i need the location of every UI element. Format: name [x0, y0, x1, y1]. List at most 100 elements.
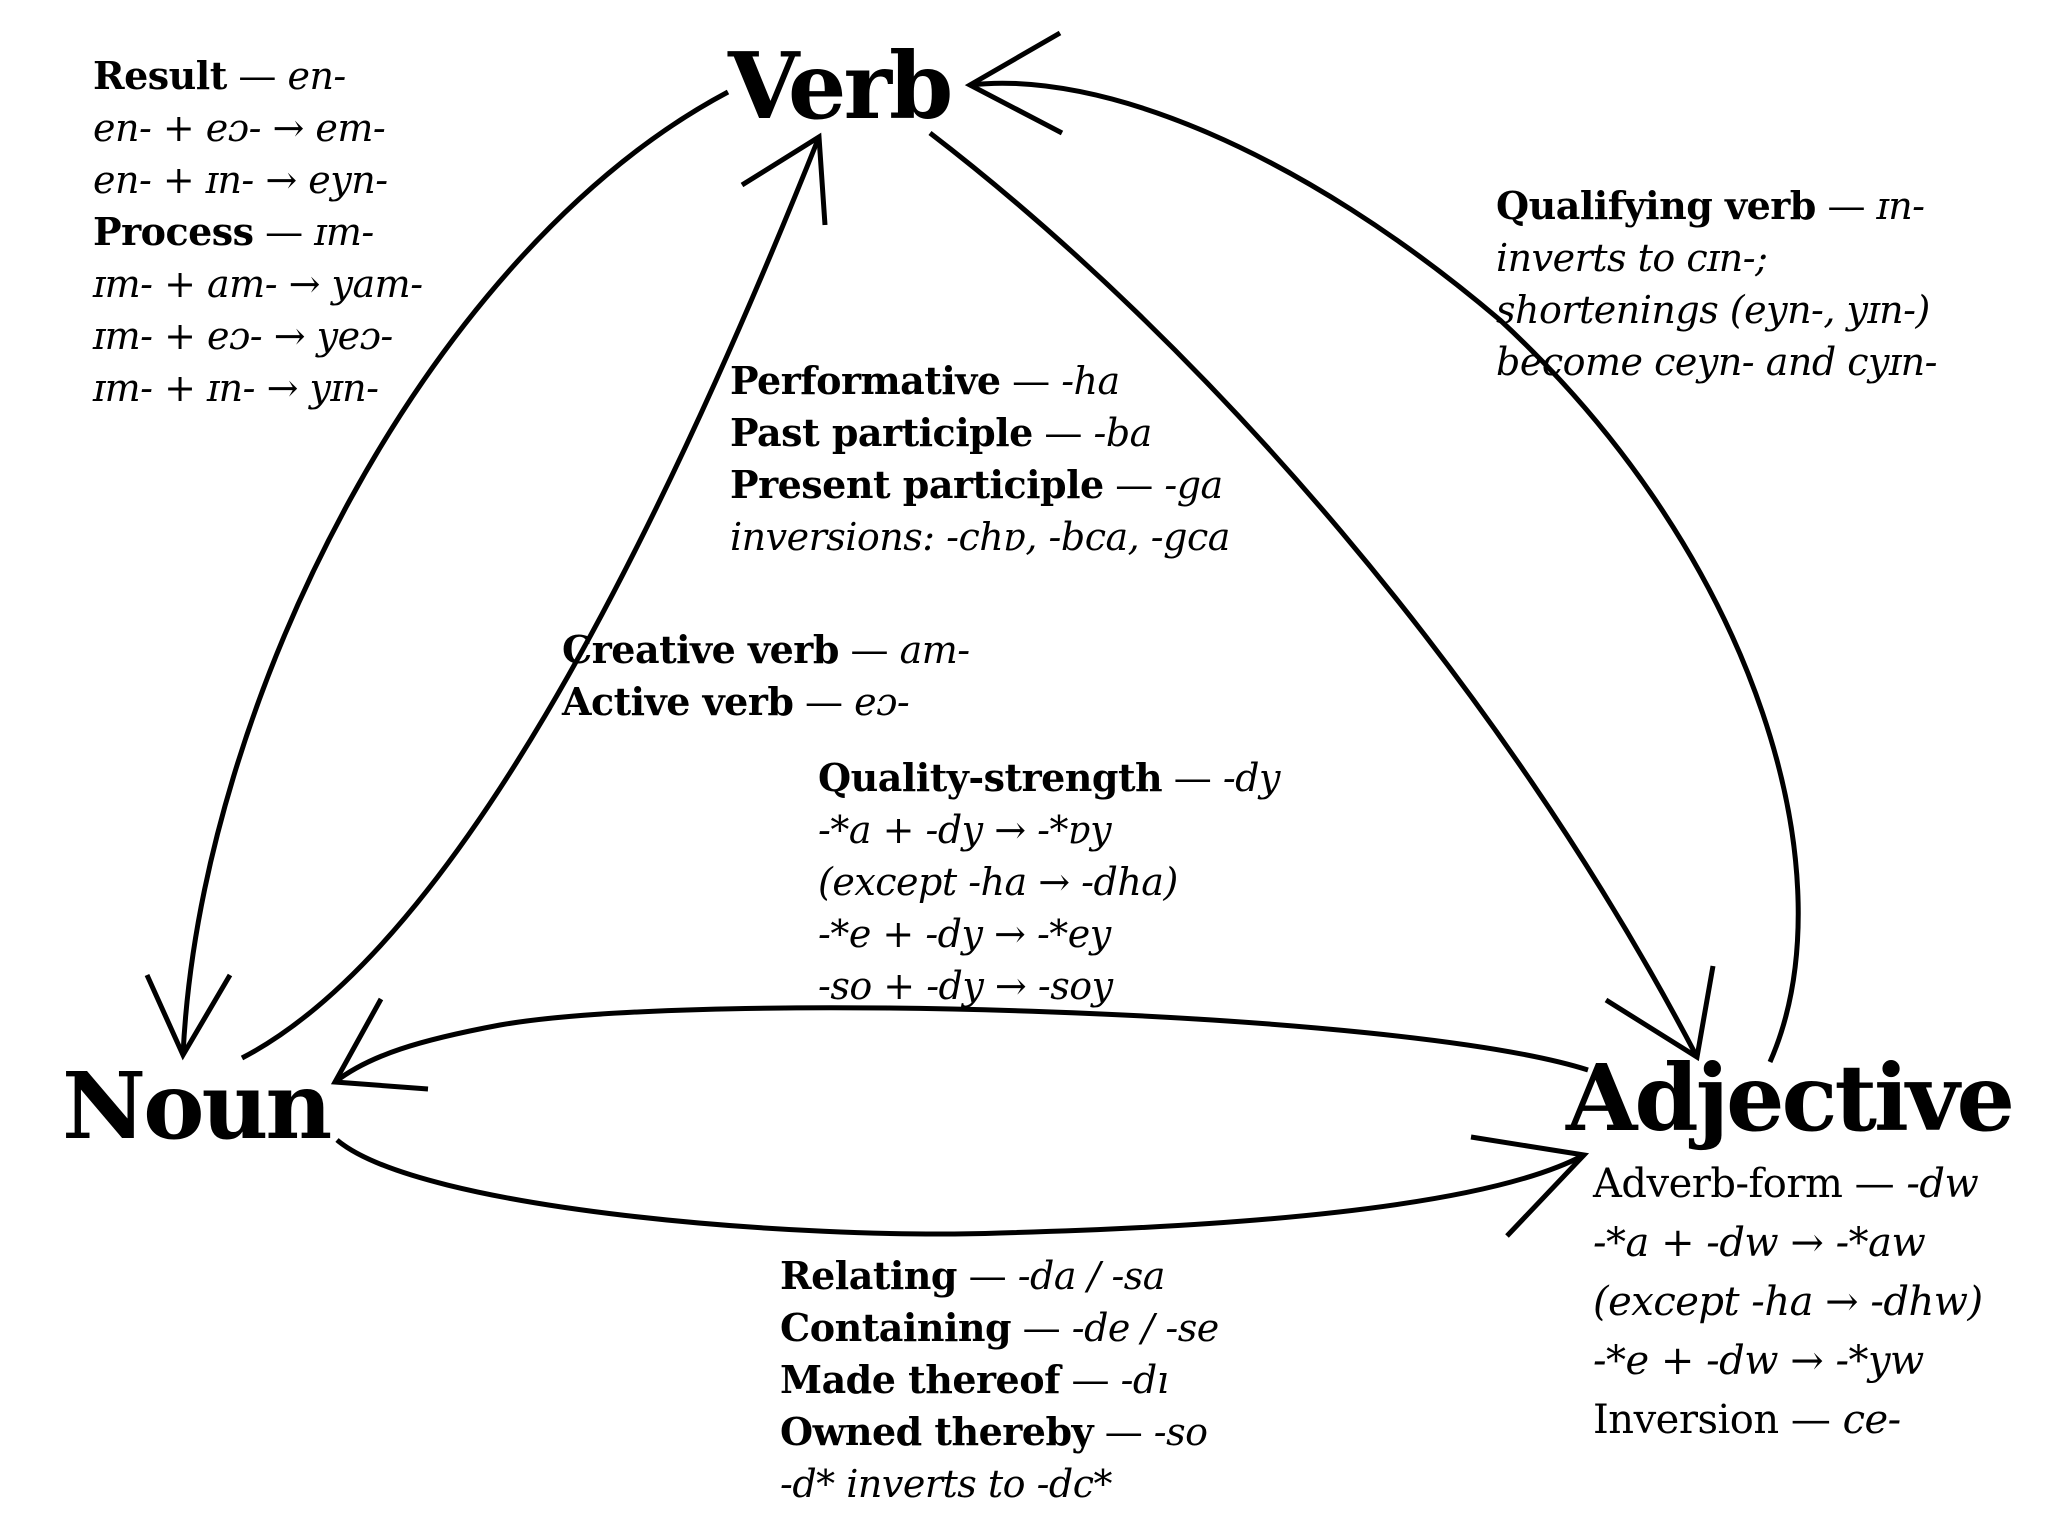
- affix-text: -dı: [1120, 1358, 1169, 1402]
- arrow-noun-to-verb: [240, 132, 828, 1061]
- affix-text: inversions: -chɐ, -bca, -gca: [730, 515, 1230, 559]
- affix-text: -dw: [1906, 1161, 1979, 1207]
- text-line: Containing — -de / -se: [780, 1302, 1219, 1354]
- label-adjective-to-verb: Qualifying verb — ɪn-inverts to cɪn-; sho…: [1496, 180, 1937, 388]
- separator: —: [1093, 1410, 1154, 1454]
- affix-text: -ha: [1061, 359, 1120, 403]
- separator: —: [1011, 1306, 1072, 1350]
- term-label: Performative: [730, 358, 1001, 403]
- term-label: Owned thereby: [780, 1409, 1094, 1454]
- text-line: en- + eɔ- → em-: [93, 102, 423, 154]
- term-label: Inversion: [1593, 1397, 1779, 1443]
- affix-text: shortenings (eyn-, yɪn-): [1496, 288, 1930, 332]
- affix-text: ɪm- + ɪn- → yɪn-: [93, 366, 379, 410]
- separator: —: [1000, 359, 1062, 403]
- separator: —: [793, 680, 855, 724]
- affix-text: -d* inverts to -dc*: [780, 1462, 1113, 1506]
- text-line: inverts to cɪn-;: [1496, 232, 1937, 284]
- separator: —: [1815, 184, 1877, 228]
- affix-text: (except -ha → -dhw): [1593, 1279, 1983, 1325]
- text-line: ɪm- + eɔ- → yeɔ-: [93, 310, 423, 362]
- affix-text: -*a + -dy → -*ɐy: [818, 808, 1112, 852]
- label-adjective-to-noun: Quality-strength — -dy-*a + -dy → -*ɐy (e…: [818, 752, 1280, 1012]
- arrow-verb-to-adjective-head: [1604, 965, 1716, 1062]
- text-line: -*a + -dw → -*aw: [1593, 1214, 1983, 1273]
- affix-text: -da / -sa: [1017, 1254, 1166, 1298]
- affix-text: eɔ-: [854, 680, 910, 724]
- affix-text: (except -ha → -dha): [818, 860, 1178, 904]
- affix-text: ɪn-: [1876, 184, 1925, 228]
- separator: —: [1032, 411, 1094, 455]
- text-line: shortenings (eyn-, yɪn-): [1496, 284, 1937, 336]
- separator: —: [1162, 756, 1223, 800]
- text-line: Active verb — eɔ-: [562, 676, 970, 728]
- text-line: Past participle — -ba: [730, 407, 1230, 459]
- node-adjective: Adjective: [1566, 1044, 2015, 1152]
- affix-text: ɪm-: [314, 210, 374, 254]
- separator: —: [1103, 463, 1165, 507]
- affix-text: ce-: [1842, 1397, 1902, 1443]
- affix-text: en- + eɔ- → em-: [93, 106, 386, 150]
- arrow-adjective-to-verb-shaft: [969, 80, 1801, 1064]
- term-label: Containing: [780, 1305, 1012, 1350]
- arrow-adjective-to-verb: [964, 30, 1801, 1064]
- separator: —: [226, 54, 288, 98]
- separator: —: [1778, 1397, 1843, 1443]
- text-line: Quality-strength — -dy: [818, 752, 1280, 804]
- arrow-verb-to-noun: [144, 89, 730, 1061]
- arrow-adjective-to-noun-head: [330, 997, 429, 1092]
- term-label: Past participle: [730, 410, 1033, 455]
- text-line: -*a + -dy → -*ɐy: [818, 804, 1280, 856]
- arrow-adjective-to-noun-shaft: [333, 1005, 1589, 1084]
- arrow-verb-to-noun-shaft: [180, 89, 730, 1056]
- term-label: Active verb: [562, 679, 794, 724]
- term-label: Adverb-form: [1593, 1161, 1843, 1207]
- affix-text: -*a + -dw → -*aw: [1593, 1220, 1926, 1266]
- adjective-notes: Adverb-form — -dw -*a + -dw → -*aw (except…: [1593, 1155, 1983, 1450]
- text-line: Result — en-: [93, 50, 423, 102]
- text-line: Creative verb — am-: [562, 624, 970, 676]
- arrow-noun-to-adjective: [335, 1134, 1590, 1238]
- text-line: Present participle — -ga: [730, 459, 1230, 511]
- text-line: Inversion — ce-: [1593, 1391, 1983, 1450]
- text-line: -*e + -dy → -*ey: [818, 908, 1280, 960]
- label-noun-to-verb: Creative verb — am-Active verb — eɔ-: [562, 624, 970, 728]
- text-line: ɪm- + ɪn- → yɪn-: [93, 362, 423, 414]
- text-line: (except -ha → -dha): [818, 856, 1280, 908]
- text-line: Made thereof — -dı: [780, 1354, 1219, 1406]
- term-label: Result: [93, 53, 227, 98]
- text-line: Relating — -da / -sa: [780, 1250, 1219, 1302]
- arrow-noun-to-adjective-head: [1470, 1134, 1590, 1238]
- affix-text: am-: [899, 628, 971, 672]
- text-line: -d* inverts to -dc*: [780, 1458, 1219, 1510]
- affix-text: -so + -dy → -soy: [818, 964, 1113, 1008]
- arrow-verb-to-adjective-shaft: [928, 131, 1700, 1059]
- node-noun: Noun: [62, 1052, 332, 1160]
- affix-text: become ceyn- and cyɪn-: [1496, 340, 1937, 384]
- text-line: Process — ɪm-: [93, 206, 423, 258]
- text-line: Performative — -ha: [730, 355, 1230, 407]
- term-label: Quality-strength: [818, 755, 1163, 800]
- affix-text: ɪm- + eɔ- → yeɔ-: [93, 314, 393, 358]
- text-line: inversions: -chɐ, -bca, -gca: [730, 511, 1230, 563]
- separator: —: [838, 628, 900, 672]
- separator: —: [1059, 1358, 1121, 1402]
- text-line: (except -ha → -dhw): [1593, 1273, 1983, 1332]
- arrow-adjective-to-noun: [330, 997, 1589, 1092]
- affix-text: -de / -se: [1071, 1306, 1219, 1350]
- separator: —: [957, 1254, 1018, 1298]
- text-line: become ceyn- and cyɪn-: [1496, 336, 1937, 388]
- arrow-verb-to-noun-head: [144, 973, 233, 1061]
- term-label: Made thereof: [780, 1357, 1060, 1402]
- affix-text: -ga: [1164, 463, 1223, 507]
- affix-text: inverts to cɪn-;: [1496, 236, 1768, 280]
- affix-text: -ba: [1093, 411, 1152, 455]
- affix-text: en- + ɪn- → eyn-: [93, 158, 388, 202]
- separator: —: [1842, 1161, 1907, 1207]
- term-label: Qualifying verb: [1496, 183, 1816, 228]
- arrow-verb-to-adjective: [928, 131, 1716, 1062]
- text-line: ɪm- + am- → yam-: [93, 258, 423, 310]
